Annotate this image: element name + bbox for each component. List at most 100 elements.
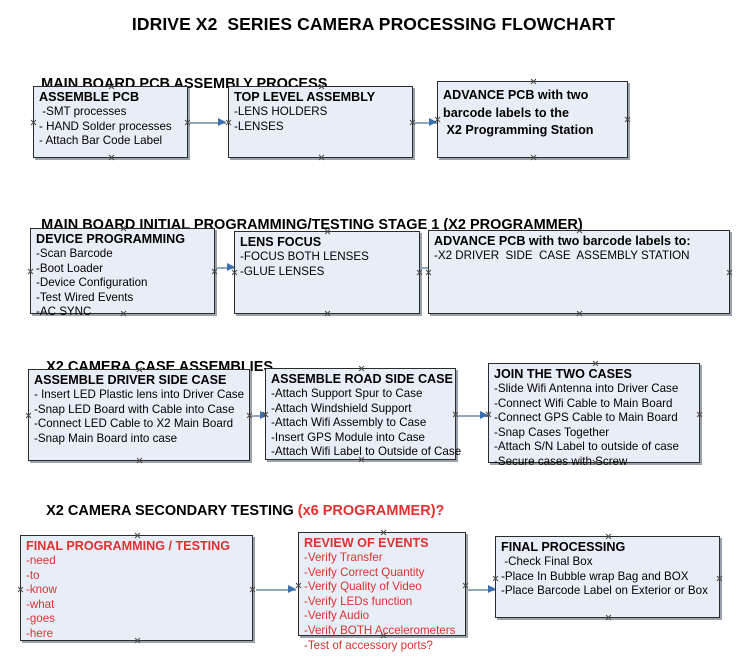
box-line: -Verify Audio (304, 609, 370, 623)
box-title: ADVANCE PCB with two barcode labels to: (434, 234, 691, 248)
connector-handle-bottom[interactable] (108, 154, 115, 161)
connector-handle-right[interactable] (452, 411, 459, 418)
connector-handle-bottom[interactable] (324, 310, 331, 317)
box-line: -Device Configuration (36, 276, 148, 290)
box-top-level-assembly[interactable]: TOP LEVEL ASSEMBLY -LENS HOLDERS -LENSES (228, 86, 413, 158)
box-line: -Attach Wifi Assembly to Case (271, 416, 427, 430)
connector-handle-left[interactable] (492, 575, 499, 582)
connector-handle-right[interactable] (462, 582, 469, 589)
connector-handle-top[interactable] (592, 360, 599, 367)
connector-handle-left[interactable] (17, 586, 24, 593)
section-title-text: X2 CAMERA SECONDARY TESTING (46, 503, 298, 519)
box-line: -Boot Loader (36, 261, 104, 275)
arrow-final-programming-to-review-of-events (256, 585, 296, 594)
connector-handle-bottom[interactable] (136, 457, 143, 464)
connector-handle-left[interactable] (425, 269, 432, 276)
box-device-programming[interactable]: DEVICE PROGRAMMING -Scan Barcode -Boot L… (27, 228, 218, 318)
connector-handle-right[interactable] (249, 586, 256, 593)
connector-handle-right[interactable] (716, 575, 723, 582)
connector-handle-left[interactable] (262, 411, 269, 418)
box-title: ASSEMBLE DRIVER SIDE CASE (34, 373, 227, 387)
box-title: FINAL PROGRAMMING / TESTING (26, 539, 231, 553)
box-join-the-two-cases[interactable]: JOIN THE TWO CASES -Slide Wifi Antenna i… (485, 360, 703, 468)
connector-handle-top[interactable] (530, 78, 537, 85)
section-title-x2-camera-secondary-testing: X2 CAMERA SECONDARY TESTING (x6 PROGRAMM… (30, 487, 444, 535)
box-assemble-pcb[interactable]: ASSEMBLE PCB -SMT processes - HAND Solde… (33, 86, 188, 158)
box-line: -Secure cases with Screw (494, 454, 628, 468)
connector-handle-bottom[interactable] (318, 154, 325, 161)
connector-handle-bottom[interactable] (576, 310, 583, 317)
box-line: - Attach Bar Code Label (39, 134, 163, 148)
connector-handle-right[interactable] (184, 119, 191, 126)
box-final-processing[interactable]: FINAL PROCESSING -Check Final Box -Place… (495, 536, 720, 618)
box-line: -here (26, 626, 54, 640)
box-line: -Connect Wifi Cable to Main Board (494, 396, 673, 410)
box-line: -know (26, 583, 57, 597)
connector-handle-right[interactable] (726, 269, 733, 276)
connector-handle-left[interactable] (434, 116, 441, 123)
section-title-accent: (x6 PROGRAMMER)? (297, 503, 445, 519)
box-line: -Snap Cases Together (494, 425, 610, 439)
box-final-programming-testing[interactable]: FINAL PROGRAMMING / TESTING -need -to -k… (20, 535, 253, 641)
box-title: DEVICE PROGRAMMING (36, 232, 186, 246)
box-line: -LENS HOLDERS (234, 105, 328, 118)
box-line: -Insert GPS Module into Case (271, 430, 426, 444)
box-line: -X2 DRIVER SIDE CASE ASSEMBLY STATION (434, 249, 690, 262)
connector-handle-left[interactable] (485, 411, 492, 418)
box-line: -need (26, 554, 56, 567)
box-line: - HAND Solder processes (39, 119, 172, 133)
box-line: -Snap Main Board into case (34, 431, 178, 445)
connector-handle-right[interactable] (624, 116, 631, 123)
box-title: JOIN THE TWO CASES (494, 367, 632, 381)
connector-handle-left[interactable] (295, 582, 302, 589)
box-line: -Verify BOTH Accelerometers (304, 623, 456, 637)
connector-handle-right[interactable] (246, 412, 253, 419)
box-advance-pcb-driver-side-case[interactable]: ADVANCE PCB with two barcode labels to: … (428, 230, 730, 314)
connector-handle-top[interactable] (605, 533, 612, 540)
connector-handle-left[interactable] (231, 269, 238, 276)
connector-handle-left[interactable] (27, 268, 34, 275)
box-line: -Verify Transfer (304, 551, 383, 564)
arrow-review-of-events-to-final-processing (468, 585, 496, 594)
box-line: - Insert LED Plastic lens into Driver Ca… (34, 388, 245, 401)
connector-handle-right[interactable] (696, 411, 703, 418)
box-line: -Scan Barcode (36, 247, 113, 260)
connector-handle-bottom[interactable] (530, 154, 537, 161)
box-line: -to (26, 568, 40, 582)
connector-handle-left[interactable] (25, 412, 32, 419)
box-advance-pcb-programming-station[interactable]: ADVANCE PCB with two barcode labels to t… (437, 81, 628, 158)
box-line: -Attach S/N Label to outside of case (494, 440, 679, 454)
box-lens-focus[interactable]: LENS FOCUS -FOCUS BOTH LENSES -GLUE LENS… (234, 231, 420, 314)
box-line: -Place In Bubble wrap Bag and BOX (501, 569, 689, 583)
connector-handle-top[interactable] (358, 365, 365, 372)
connector-handle-bottom[interactable] (605, 614, 612, 621)
box-line: -Attach Wifi Label to Outside of Case (271, 445, 462, 459)
box-line: -goes (26, 612, 56, 626)
box-line-overflow: -Test of accessory ports? (304, 638, 433, 652)
box-line: -Attach Support Spur to Case (271, 387, 423, 400)
arrow-assemble-pcb-to-top-level-assembly (190, 118, 226, 127)
box-title: ASSEMBLE PCB (39, 90, 140, 104)
box-line: -Attach Windshield Support (271, 401, 412, 415)
box-line: -AC SYNC (36, 305, 92, 319)
box-line: X2 Programming Station (443, 123, 594, 137)
box-assemble-driver-side-case[interactable]: ASSEMBLE DRIVER SIDE CASE - Insert LED P… (28, 369, 250, 461)
connector-handle-left[interactable] (30, 119, 37, 126)
box-line: -FOCUS BOTH LENSES (240, 250, 369, 263)
box-title: TOP LEVEL ASSEMBLY (234, 90, 376, 104)
box-line: -Test Wired Events (36, 290, 134, 304)
arrow-road-side-to-join-cases (458, 411, 488, 420)
page-title: IDRIVE X2 SERIES CAMERA PROCESSING FLOWC… (131, 14, 616, 34)
connector-handle-left[interactable] (225, 119, 232, 126)
box-title: ASSEMBLE ROAD SIDE CASE (271, 372, 453, 386)
arrow-top-level-assembly-to-advance-pcb (415, 118, 437, 127)
box-line: -Verify Quality of Video (304, 580, 422, 594)
connector-handle-right[interactable] (211, 268, 218, 275)
connector-handle-right[interactable] (416, 269, 423, 276)
box-review-of-events[interactable]: REVIEW OF EVENTS -Verify Transfer -Verif… (295, 532, 469, 652)
box-assemble-road-side-case[interactable]: ASSEMBLE ROAD SIDE CASE -Attach Support … (262, 365, 462, 460)
connector-handle-right[interactable] (409, 119, 416, 126)
box-line: -GLUE LENSES (240, 264, 325, 278)
box-line: -Verify LEDs function (304, 594, 413, 608)
box-line: -Place Barcode Label on Exterior or Box (501, 584, 708, 598)
